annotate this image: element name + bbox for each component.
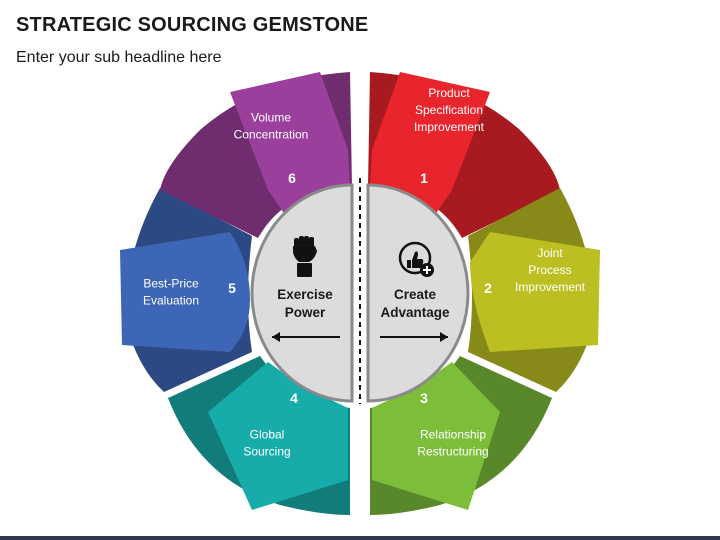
segment-5-label-line1: Best-Price (143, 277, 199, 291)
segment-6-number: 6 (288, 170, 296, 186)
center-left-label-line2: Power (285, 305, 326, 320)
segment-4-front-facet (208, 362, 348, 510)
segment-1-front-facet (370, 72, 490, 222)
arrow-right (380, 332, 448, 342)
segment-2-label-line3: Improvement (515, 280, 586, 294)
center-right-label-line1: Create (394, 287, 437, 302)
segment-6-front-facet (230, 72, 350, 222)
center-left-label-line1: Exercise (277, 287, 333, 302)
segment-6-label-line1: Volume (251, 111, 291, 125)
center-circle: Exercise Power Create Advantage (250, 178, 470, 404)
segment-4-label-line2: Sourcing (243, 445, 290, 459)
segment-1-label-line3: Improvement (414, 120, 485, 134)
segment-2-label-line1: Joint (537, 246, 563, 260)
page-title: STRATEGIC SOURCING GEMSTONE (16, 14, 369, 36)
segment-1-label-line1: Product (428, 86, 470, 100)
segment-1-label-line2: Specification (415, 103, 483, 117)
arrow-left (272, 332, 340, 342)
segment-4-number: 4 (290, 390, 298, 406)
segment-2-label-line2: Process (528, 263, 571, 277)
segment-3-label-line1: Relationship (420, 428, 486, 442)
segment-3-number: 3 (420, 390, 428, 406)
center-right-half (366, 183, 470, 403)
segment-5-label-line2: Evaluation (143, 294, 199, 308)
page-subtitle: Enter your sub headline here (16, 49, 222, 66)
segment-2-front-facet (470, 232, 600, 352)
segment-5-front-facet (120, 232, 250, 352)
segment-3-front-facet (372, 362, 500, 510)
segment-3-label-line2: Restructuring (417, 445, 488, 459)
segment-2-number: 2 (484, 280, 492, 296)
segment-4-label-line1: Global (250, 428, 285, 442)
center-left-half (250, 183, 354, 403)
center-right-label-line2: Advantage (380, 305, 450, 320)
bottom-bar (0, 536, 720, 540)
segment-1-number: 1 (420, 170, 428, 186)
segment-6-label-line2: Concentration (234, 128, 309, 142)
segment-5-number: 5 (228, 280, 236, 296)
fist-icon (293, 236, 317, 277)
thumbs-up-plus-icon (398, 241, 434, 277)
